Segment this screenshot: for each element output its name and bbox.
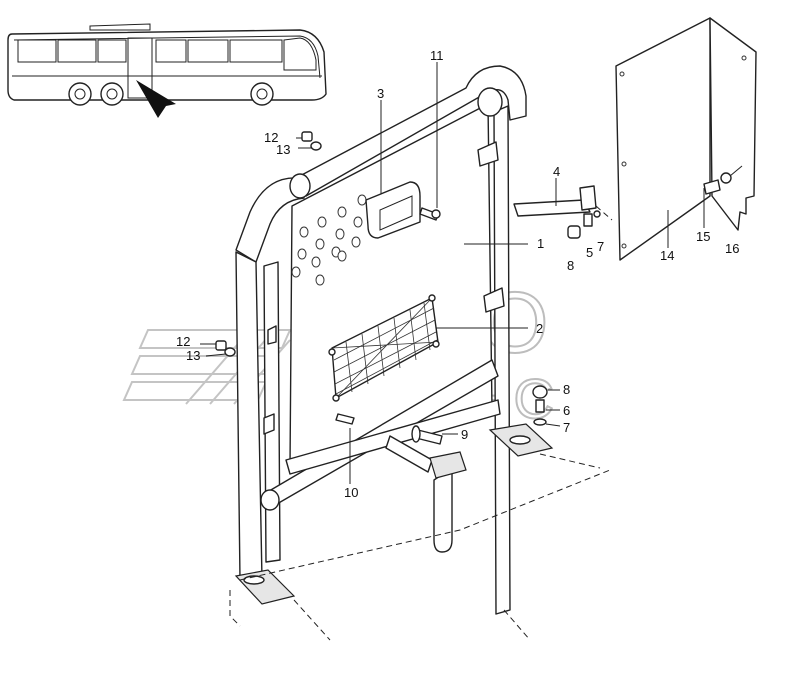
callout-8a: 8: [567, 258, 574, 273]
callout-13a: 13: [276, 142, 290, 157]
callout-7b: 7: [563, 420, 570, 435]
side-panel: [615, 17, 757, 261]
bracket-4: [513, 185, 613, 239]
panel-fastener: [720, 172, 732, 184]
callout-2: 2: [536, 321, 543, 336]
screw-9: [411, 425, 443, 445]
callout-13b: 13: [186, 348, 200, 363]
left-foot: [234, 569, 296, 605]
callout-10: 10: [344, 485, 358, 500]
panel-holes: [291, 194, 367, 286]
callout-labels: 1 2 3 4 5 6 7 7 8 8 9 10 11 12 13 12 13 …: [176, 48, 739, 500]
callout-11: 11: [430, 48, 444, 63]
callout-8b: 8: [563, 382, 570, 397]
callout-12b: 12: [176, 334, 190, 349]
callout-3: 3: [377, 86, 384, 101]
location-arrow-icon: [136, 80, 176, 118]
lamp-box: [365, 181, 421, 239]
screw-10: [335, 413, 355, 425]
callout-1: 1: [537, 236, 544, 251]
callout-12a: 12: [264, 130, 278, 145]
callout-4: 4: [553, 164, 560, 179]
callout-16: 16: [725, 241, 739, 256]
hardware-12-13-left: [215, 340, 236, 357]
callout-15: 15: [696, 229, 710, 244]
hardware-12-13-top: [301, 131, 322, 151]
callout-7a: 7: [597, 239, 604, 254]
bus-thumbnail: [7, 23, 327, 118]
callout-14: 14: [660, 248, 674, 263]
hardware-8-6-7: [532, 385, 548, 426]
luggage-net: [328, 294, 440, 402]
callout-9: 9: [461, 427, 468, 442]
screw-11: [419, 207, 441, 221]
callout-6: 6: [563, 403, 570, 418]
leader-lines: [200, 62, 705, 484]
callout-5: 5: [586, 245, 593, 260]
